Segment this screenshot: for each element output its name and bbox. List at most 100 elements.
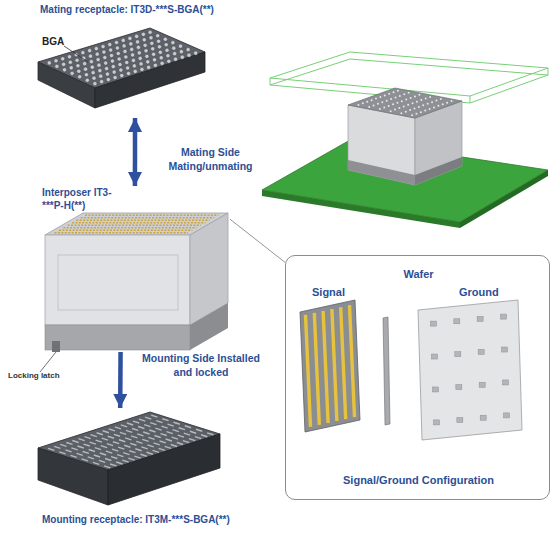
ground-tab bbox=[501, 347, 507, 352]
bga-ball bbox=[132, 64, 136, 68]
contact-dot bbox=[403, 93, 405, 95]
bga-ball bbox=[95, 52, 99, 56]
bga-ball bbox=[179, 50, 183, 54]
contact-slot bbox=[123, 453, 129, 455]
contact-slot bbox=[128, 458, 134, 460]
bga-ball bbox=[89, 60, 93, 64]
contact-dot bbox=[379, 96, 381, 98]
contact-slot bbox=[159, 448, 165, 450]
bga-ball bbox=[150, 41, 154, 45]
bga-ball bbox=[97, 63, 101, 67]
contact-slot bbox=[131, 436, 137, 438]
bga-ball bbox=[104, 61, 108, 65]
bga-ball bbox=[128, 36, 132, 40]
contact-slot bbox=[207, 433, 213, 435]
contact-dot bbox=[400, 112, 402, 114]
contact-slot bbox=[144, 425, 150, 427]
contact-slot bbox=[108, 436, 114, 438]
contact-dot bbox=[437, 105, 439, 107]
board-outline bbox=[270, 78, 271, 85]
bga-ball bbox=[144, 49, 148, 53]
bga-ball bbox=[129, 42, 133, 46]
bga-ball bbox=[83, 67, 87, 71]
bga-ball bbox=[119, 68, 123, 72]
contact-slot bbox=[183, 441, 189, 443]
contact-dot bbox=[431, 101, 433, 103]
ground-tab bbox=[456, 385, 462, 390]
motion-arrow bbox=[118, 352, 123, 408]
signal-contact bbox=[332, 309, 337, 421]
contact-slot bbox=[161, 426, 167, 428]
interposer bbox=[45, 213, 228, 352]
contact-slot bbox=[89, 450, 95, 452]
bga-ball bbox=[124, 55, 128, 59]
contact-dot bbox=[392, 103, 394, 105]
bga-ball bbox=[90, 65, 94, 69]
contact-slot bbox=[84, 437, 90, 439]
bga-ball bbox=[187, 53, 191, 57]
bga-ball bbox=[173, 57, 177, 61]
contact-slot bbox=[154, 436, 160, 438]
ground-tab bbox=[500, 314, 506, 319]
contact-slot bbox=[88, 457, 94, 459]
contact-dot bbox=[405, 111, 407, 113]
contact-slot bbox=[137, 434, 143, 436]
contact-dot bbox=[384, 94, 386, 96]
contact-dot bbox=[396, 102, 398, 104]
component-group: Interposer IT3-***P-H(**) bbox=[38, 186, 230, 352]
bga-ball bbox=[140, 67, 144, 71]
edge-label: Mounting Side Installed and locked bbox=[140, 352, 262, 379]
bga-ball bbox=[135, 40, 139, 44]
contact-slot bbox=[97, 433, 103, 435]
contact-slot bbox=[60, 444, 66, 446]
bga-ball bbox=[77, 69, 81, 73]
contact-slot bbox=[196, 429, 202, 431]
bga-ball bbox=[178, 44, 182, 48]
bga-ball bbox=[76, 64, 80, 68]
contact-dot bbox=[418, 106, 420, 108]
contact-slot bbox=[120, 432, 126, 434]
contact-dot bbox=[379, 108, 381, 110]
contact-dot bbox=[412, 102, 414, 104]
bga-ball bbox=[121, 38, 125, 42]
contact-dot bbox=[357, 104, 359, 106]
contact-dot bbox=[442, 103, 444, 105]
contact-dot bbox=[427, 103, 429, 105]
contact-slot bbox=[109, 429, 115, 431]
ground-tabs bbox=[430, 314, 509, 425]
bga-ball bbox=[153, 63, 157, 67]
contact-slot bbox=[77, 446, 83, 448]
contact-slot bbox=[110, 464, 116, 466]
board-outline bbox=[270, 52, 548, 96]
bga-ball bbox=[114, 40, 118, 44]
contact-slots bbox=[48, 415, 213, 468]
contact-dot bbox=[399, 95, 401, 97]
contact-slot bbox=[82, 459, 88, 461]
receptacle-front bbox=[38, 448, 108, 505]
bga-ball bbox=[111, 64, 115, 68]
bga-ball bbox=[99, 74, 103, 78]
contact-slot bbox=[127, 423, 133, 425]
ground-tab bbox=[457, 418, 463, 423]
contact-slot bbox=[149, 430, 155, 432]
contact-slot bbox=[102, 438, 108, 440]
bga-ball bbox=[62, 68, 66, 72]
contact-slot bbox=[133, 421, 139, 423]
leader-line bbox=[40, 352, 56, 372]
contact-dot bbox=[371, 99, 373, 101]
bga-ball bbox=[91, 71, 95, 75]
contact-slot bbox=[84, 444, 90, 446]
contact-slot bbox=[124, 445, 130, 447]
contact-dot bbox=[422, 104, 424, 106]
bga-ball bbox=[103, 55, 107, 59]
contact-slot bbox=[66, 442, 72, 444]
bga-ball bbox=[62, 62, 66, 66]
bga-ball bbox=[160, 61, 164, 65]
ground-tab bbox=[433, 387, 439, 392]
contact-slot bbox=[116, 462, 122, 464]
edge-label: Mating Side Mating/unmating bbox=[158, 146, 263, 173]
contact-dot bbox=[424, 110, 426, 112]
ground-tab bbox=[431, 354, 437, 359]
bga-ball bbox=[75, 58, 79, 62]
